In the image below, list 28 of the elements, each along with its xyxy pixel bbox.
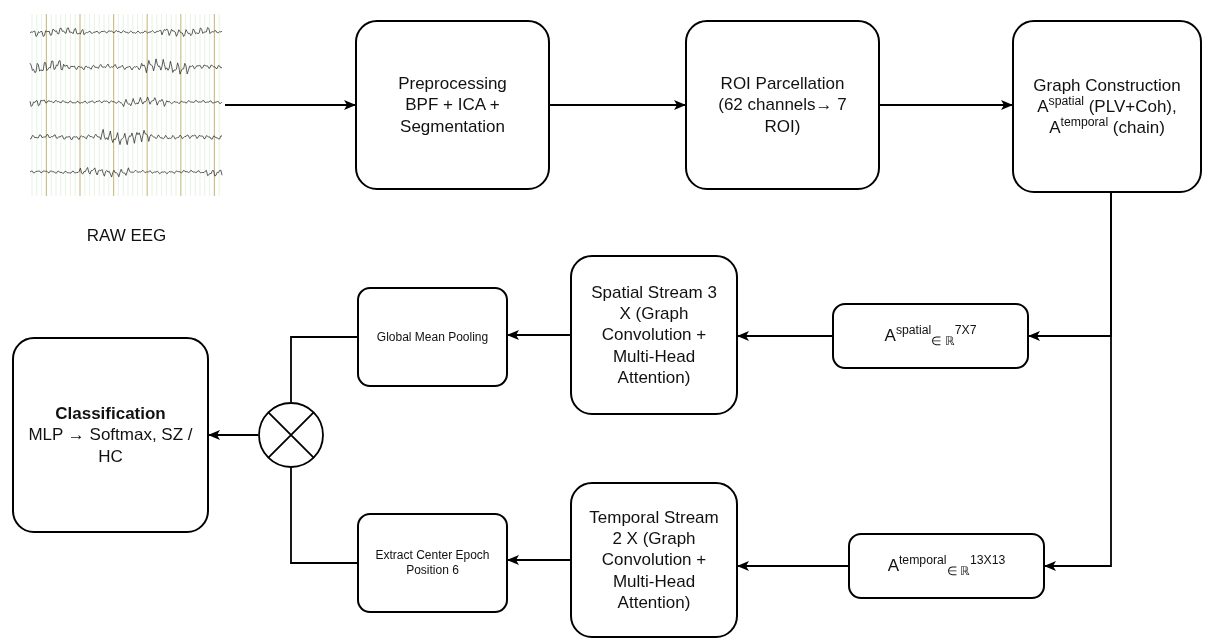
arrow [737,331,833,341]
caption-text: RAW EEG [85,226,168,246]
process-box: Extract Center Epoch Position 6 [357,513,508,613]
box-text: A$^{spatial}$ (PLV+Coh), A$^{temporal}$ (chain) [1036,95,1178,139]
box-text: MLP → Softmax, SZ / HC [28,424,193,467]
process-box [1012,20,1202,193]
arrow [507,330,571,340]
process-box: Spatial Stream 3 X (Graph Convolution + Multi-Head Attention) [570,255,738,415]
box-heading: Graph Construction [1033,74,1181,96]
arrow [879,100,1013,110]
box-heading: ROI Parcellation [720,73,845,95]
box-text: (62 channels→ 7 ROI) [717,94,848,137]
arrow [549,100,686,110]
process-box [355,20,550,190]
box-heading: Preprocessing [398,73,507,95]
arrow [507,555,571,565]
box-text: BPF + ICA + Segmentation [399,94,506,137]
process-box: Global Mean Pooling [357,287,508,387]
process-box: Temporal Stream 2 X (Graph Convolution + Multi-Head Attention) [570,482,738,638]
process-box [12,337,209,533]
arrow [737,561,849,571]
arrow [224,100,356,110]
process-box [685,20,880,190]
arrow [1044,192,1112,571]
arrow [208,430,259,440]
box-heading: Classification [55,403,166,425]
connector-line [290,467,358,564]
connector-line [290,336,358,403]
